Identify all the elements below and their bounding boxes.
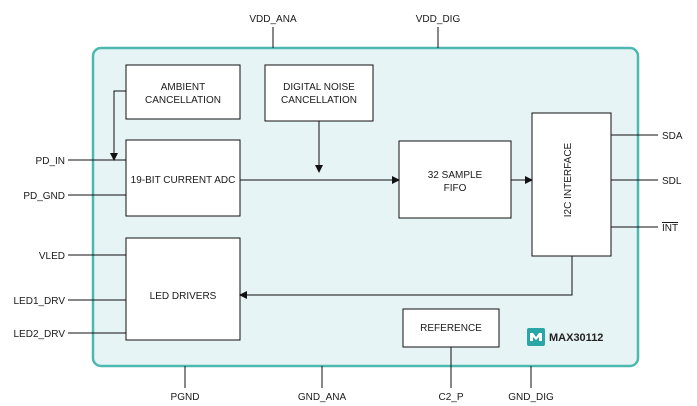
pin-label-vdd-ana: VDD_ANA — [249, 14, 297, 25]
led-drivers-block — [125, 237, 241, 341]
reference-label: REFERENCE — [420, 323, 482, 334]
ambient-to-adc-connector — [110, 90, 126, 161]
pin-label-int: INT — [662, 223, 678, 234]
pin-label-vled: VLED — [39, 251, 65, 262]
pin-label-sda: SDA — [662, 131, 683, 142]
current-adc-label: 19-BIT CURRENT ADC — [131, 175, 236, 186]
fifo-block — [398, 140, 512, 219]
maxim-logo-icon — [527, 328, 545, 346]
part-number-label: MAX30112 — [549, 332, 603, 344]
pin-label-pd-in: PD_IN — [36, 156, 65, 167]
pin-label-pgnd: PGND — [171, 392, 200, 403]
led-drivers-label: LED DRIVERS — [150, 291, 217, 302]
pin-label-led2-drv: LED2_DRV — [13, 329, 65, 340]
current-adc-block — [125, 139, 241, 217]
digital-noise-cancellation-block — [264, 64, 374, 122]
pin-label-gnd-ana: GND_ANA — [298, 392, 347, 403]
pin-label-gnd-dig: GND_DIG — [508, 392, 554, 403]
pin-label-led1-drv: LED1_DRV — [13, 296, 65, 307]
reference-block — [402, 308, 500, 348]
pin-label-pd-gnd: PD_GND — [23, 191, 65, 202]
pin-label-sdl: SDL — [662, 176, 682, 187]
i2c-interface-label: I2C INTERFACE — [563, 142, 574, 217]
i2c-to-led-drivers-connector — [239, 256, 573, 299]
pin-label-vdd-dig: VDD_DIG — [416, 14, 461, 25]
ambient-cancellation-block — [125, 64, 241, 120]
pin-label-c2-p: C2_P — [438, 392, 463, 403]
